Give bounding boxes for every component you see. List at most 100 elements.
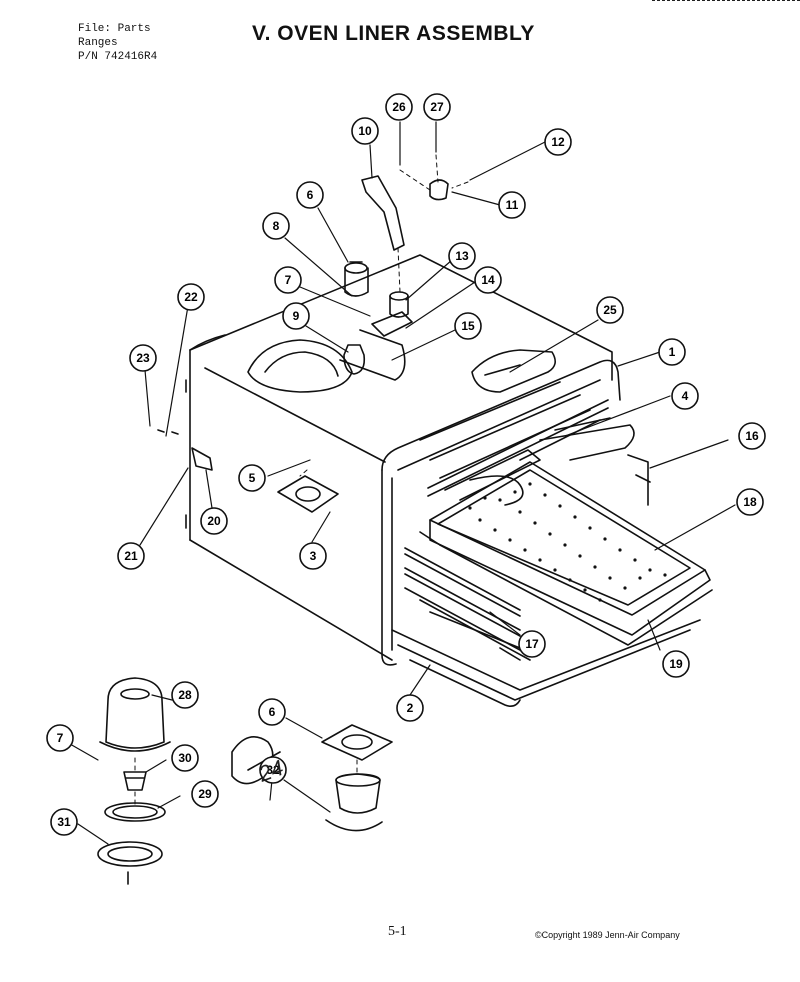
svg-text:19: 19 [669,657,683,671]
svg-text:9: 9 [293,309,300,323]
callout-9: 9 [282,302,310,330]
document-meta: File: Parts Ranges P/N 742416R4 [78,22,157,64]
bulb-9 [343,344,366,375]
rear-rack-wires [419,381,601,479]
svg-text:13: 13 [455,249,469,263]
callout-21: 21 [117,542,145,570]
socket-30 [123,771,147,791]
bottom-pan [391,619,701,707]
page-number: 5-1 [388,924,407,939]
svg-text:21: 21 [124,549,138,563]
svg-text:6: 6 [307,188,314,202]
callout-6-lower: 6 [258,698,286,726]
callout-32: 32 [259,756,287,784]
category-label: Ranges [78,37,118,49]
callout-18: 18 [736,488,764,516]
svg-text:1: 1 [669,345,676,359]
callouts: 1 2 3 4 5 6 7 8 9 10 11 12 13 14 15 16 1… [46,93,766,836]
svg-text:10: 10 [358,124,372,138]
oven-liner-body [185,254,613,661]
top-light-opening [247,329,406,393]
svg-text:7: 7 [57,731,64,745]
side-fittings [157,429,213,471]
light-socket-6 [344,261,369,297]
callout-1: 1 [658,338,686,366]
plate-6-lower [321,724,393,761]
svg-text:17: 17 [525,637,539,651]
svg-text:32: 32 [266,763,280,777]
callout-26: 26 [385,93,413,121]
svg-text:28: 28 [178,688,192,702]
top-edge-line [652,0,800,3]
svg-text:7: 7 [285,273,292,287]
svg-text:20: 20 [207,514,221,528]
fitting-13 [389,291,409,318]
broiler-pan-holes [468,482,667,602]
callout-14: 14 [474,266,502,294]
svg-text:3: 3 [310,549,317,563]
svg-text:8: 8 [273,219,280,233]
callout-7: 7 [274,266,302,294]
svg-text:26: 26 [392,100,406,114]
bracket-25 [471,349,556,393]
callout-22: 22 [177,283,205,311]
bracket-14 [371,311,413,337]
svg-text:23: 23 [136,351,150,365]
svg-text:4: 4 [682,389,689,403]
front-frame [381,359,621,666]
callout-10: 10 [351,117,379,145]
callout-25: 25 [596,296,624,324]
callout-8: 8 [262,212,290,240]
callout-7-lower: 7 [46,724,74,752]
lens-32 [325,773,383,832]
rack-rails [404,547,531,661]
broiler-pan [419,461,713,646]
callout-23: 23 [129,344,157,372]
bracket-11 [429,179,449,201]
callout-6: 6 [296,181,324,209]
svg-text:16: 16 [745,429,759,443]
page-title: V. OVEN LINER ASSEMBLY [252,22,535,45]
svg-text:2: 2 [407,701,414,715]
file-label: File: Parts [78,23,151,35]
ring-31 [97,841,163,885]
dashed-assembly-lines [134,154,469,805]
gasket-29 [104,802,166,822]
svg-text:31: 31 [57,815,71,829]
svg-text:14: 14 [481,273,495,287]
callout-28: 28 [171,681,199,709]
callout-11: 11 [498,191,526,219]
callout-2: 2 [396,694,424,722]
callout-31: 31 [50,808,78,836]
callout-15: 15 [454,312,482,340]
callout-20: 20 [200,507,228,535]
vent-tube [361,175,405,251]
gasket-3 [277,475,339,513]
callout-12: 12 [544,128,572,156]
callout-29: 29 [191,780,219,808]
svg-text:11: 11 [506,198,519,212]
callout-4: 4 [671,382,699,410]
callout-16: 16 [738,422,766,450]
light-cover-28 [99,677,171,752]
svg-text:29: 29 [198,787,212,801]
callout-5: 5 [238,464,266,492]
callout-13: 13 [448,242,476,270]
svg-text:22: 22 [184,290,198,304]
svg-text:25: 25 [603,303,617,317]
svg-text:18: 18 [743,495,757,509]
leader-lines [62,121,736,845]
side-bracket [627,454,651,506]
part-number-label: P/N 742416R4 [78,51,158,63]
svg-text:12: 12 [551,135,565,149]
svg-text:5: 5 [249,471,256,485]
callout-27: 27 [423,93,451,121]
svg-text:27: 27 [430,100,444,114]
callout-19: 19 [662,650,690,678]
copyright-notice: ©Copyright 1989 Jenn-Air Company [535,930,680,940]
callout-17: 17 [518,630,546,658]
svg-text:6: 6 [269,705,276,719]
callout-3: 3 [299,542,327,570]
svg-text:15: 15 [461,319,475,333]
